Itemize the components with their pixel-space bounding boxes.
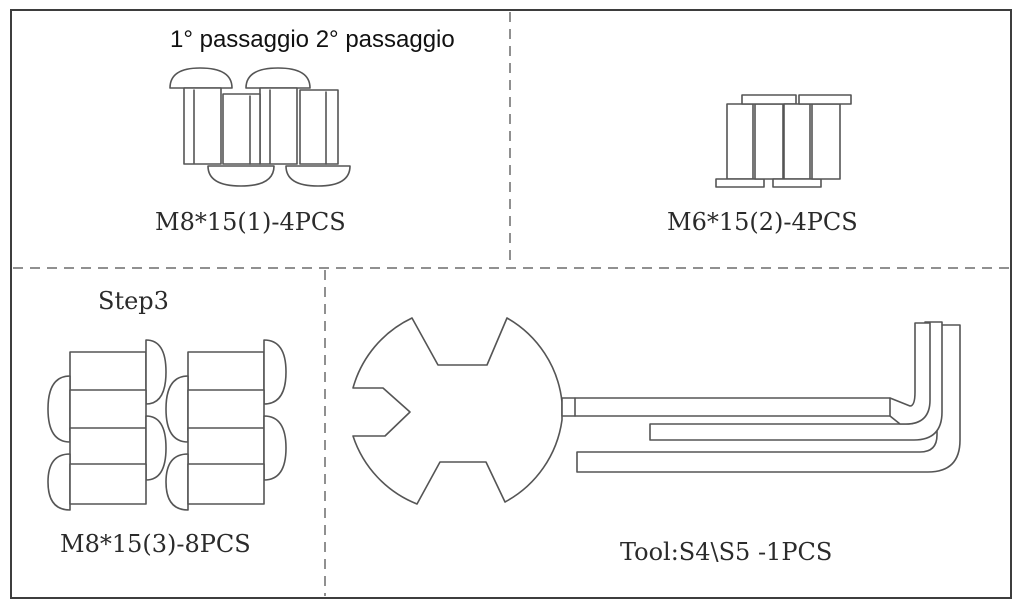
bolt-m8-icon (187, 415, 287, 481)
diagram-frame (10, 9, 1012, 599)
bolt-m6-icon (741, 94, 797, 180)
bolt-m8-icon (207, 93, 275, 187)
bolt-m8-icon (47, 375, 147, 443)
bolt-m8-icon (69, 339, 167, 405)
hex-key-icon (561, 321, 961, 473)
bolt-m8-icon (245, 67, 311, 165)
bolt-m8-icon (169, 67, 233, 165)
bolt-m6-icon (715, 103, 765, 188)
label-tool-s4-s5: Tool:S4\S5 -1PCS (620, 538, 832, 566)
double-ended-wrench-icon (352, 317, 563, 505)
bolt-m8-icon (285, 89, 351, 187)
bolt-m8-icon (187, 339, 287, 405)
m8-bolts-group-3 (47, 339, 287, 511)
panel-dividers (13, 12, 1009, 596)
label-m8-15-3: M8*15(3)-8PCS (60, 530, 251, 558)
bolt-m8-icon (165, 453, 265, 511)
label-m8-15-1: M8*15(1)-4PCS (155, 208, 346, 236)
m8-bolts-group-1 (169, 67, 351, 187)
step3-label: Step3 (98, 287, 169, 315)
label-m6-15-2: M6*15(2)-4PCS (667, 208, 858, 236)
bolt-m6-icon (798, 94, 852, 180)
bolt-m8-icon (47, 453, 147, 511)
bolt-m8-icon (69, 415, 167, 481)
bolt-m6-icon (772, 103, 822, 188)
bolt-m8-icon (165, 375, 265, 443)
m6-bolts-group (715, 94, 852, 188)
header-text: 1° passaggio 2° passaggio (170, 26, 455, 53)
